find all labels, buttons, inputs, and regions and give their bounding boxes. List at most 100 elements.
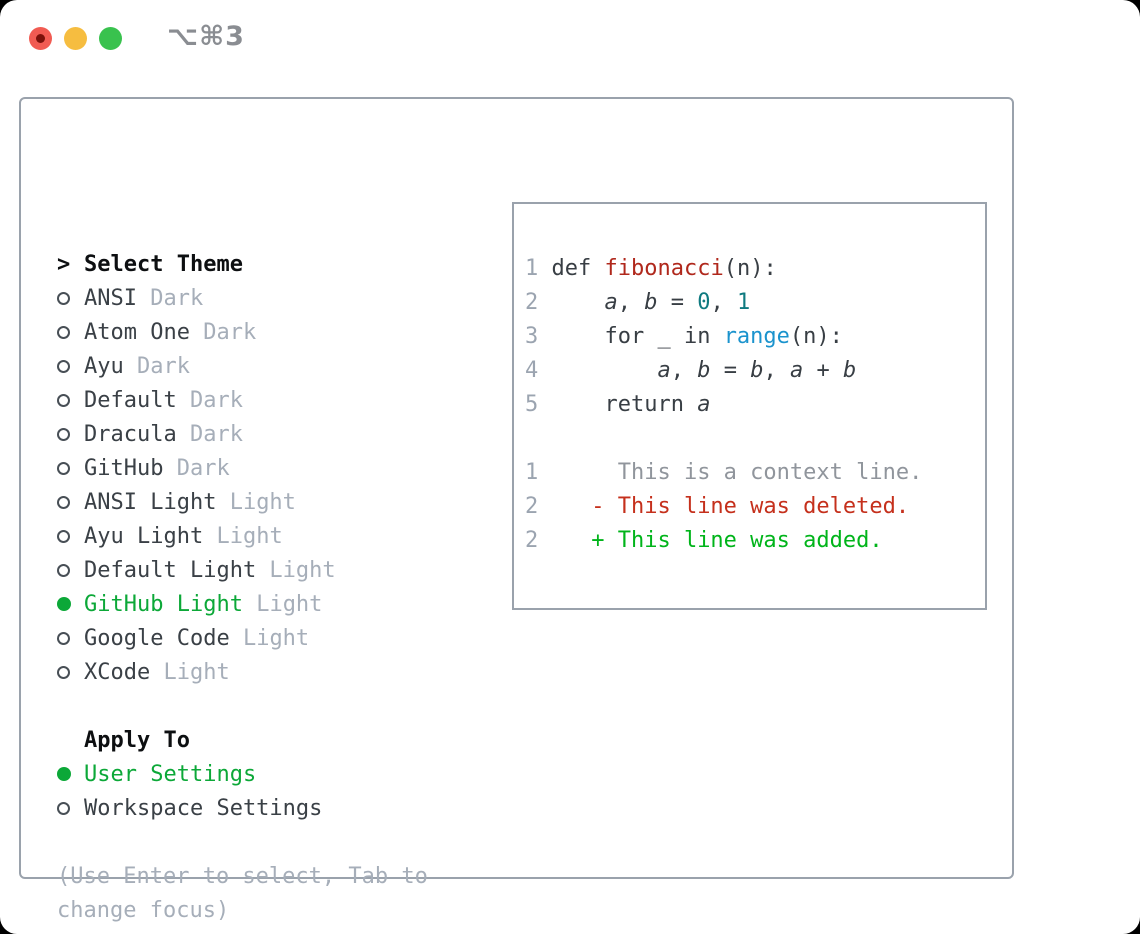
theme-option-dracula[interactable]: Dracula Dark [57,417,428,451]
window-title: ⌥⌘3 [167,21,245,52]
prompt-caret-icon: > [57,251,71,277]
line-number: 4 [525,358,552,383]
theme-variant: Light [203,523,283,549]
theme-option-ayu-light[interactable]: Ayu Light Light [57,519,428,553]
theme-variant: Light [216,489,296,515]
radio-icon [57,529,70,543]
code-token: for _ in [551,324,724,349]
apply-option-user-settings[interactable]: User Settings [57,757,428,791]
traffic-light-minimize-button[interactable] [64,27,87,50]
radio-icon [57,461,70,475]
traffic-light-zoom-button[interactable] [99,27,122,50]
theme-variant: Dark [136,285,204,311]
code-token: (n): [789,324,843,349]
traffic-light-close-button[interactable] [29,27,52,50]
code-token: (n): [723,256,777,281]
theme-variant: Light [229,625,310,651]
line-number: 2 [525,494,539,519]
theme-option-default-light[interactable]: Default Light Light [57,553,428,587]
code-token: b [697,358,711,383]
code-line: 3 for _ in range(n): [525,320,922,354]
apply-option-label: User Settings [84,761,257,787]
code-token: , [763,358,790,383]
line-number: 3 [525,324,552,349]
theme-variant: Dark [189,319,257,345]
code-token: a [789,358,804,383]
theme-variant: Light [150,659,230,685]
theme-option-atom-one[interactable]: Atom One Dark [57,315,428,349]
theme-option-google-code[interactable]: Google Code Light [57,621,428,655]
radio-icon [57,393,70,407]
radio-icon [57,665,70,679]
theme-name: GitHub [84,455,164,481]
radio-icon [57,631,70,645]
radio-icon [57,427,70,441]
radio-icon [57,495,70,509]
radio-icon [57,325,70,339]
code-token: b [750,358,764,383]
theme-variant: Dark [176,421,243,447]
radio-icon [57,563,70,577]
apply-option-workspace-settings[interactable]: Workspace Settings [57,791,428,825]
code-token [552,290,605,315]
radio-selected-icon [57,767,71,781]
code-token: 0 [697,290,711,315]
code-token: = [710,358,751,383]
theme-name: ANSI Light [84,489,217,515]
code-line: 4 a, b = b, a + b [525,354,922,388]
diff-text: - This line was deleted. [538,494,910,519]
help-text-line-1: (Use Enter to select, Tab to [57,863,428,889]
code-token: b [842,358,857,383]
line-number: 2 [525,290,552,315]
theme-name: Default [84,387,177,413]
code-token: a [657,358,671,383]
diff-line-deleted: 2 - This line was deleted. [525,490,922,524]
theme-option-default[interactable]: Default Dark [57,383,428,417]
theme-name: Dracula [84,421,177,447]
record-dot-icon [36,34,45,43]
code-token: 1 [736,290,751,315]
theme-name: Ayu Light [84,523,204,549]
diff-line-context: 1 This is a context line. [525,456,922,490]
apply-to-header: Apply To [84,727,190,753]
theme-name: Ayu [84,353,124,379]
theme-option-ansi[interactable]: ANSI Dark [57,281,428,315]
spacer [57,689,428,723]
theme-variant: Dark [123,353,190,379]
line-number: 1 [525,256,552,281]
code-token: + [803,358,843,383]
radio-icon [57,291,70,305]
theme-variant: Light [256,557,336,583]
select-theme-title: Select Theme [84,251,243,277]
code-token [552,358,658,383]
theme-option-github[interactable]: GitHub Dark [57,451,428,485]
theme-name: ANSI [84,285,137,311]
code-token: a [697,392,711,417]
spacer [525,422,922,456]
diff-text: This is a context line. [538,460,923,485]
theme-option-ansi-light[interactable]: ANSI Light Light [57,485,428,519]
line-number: 1 [525,460,539,485]
code-token: fibonacci [604,256,724,281]
select-theme-header: > Select Theme [57,247,428,281]
theme-option-ayu[interactable]: Ayu Dark [57,349,428,383]
titlebar: ⌥⌘3 [0,0,1140,74]
radio-icon [57,801,70,815]
line-number: 5 [525,392,552,417]
theme-name: XCode [84,659,151,685]
apply-option-label: Workspace Settings [84,795,323,821]
code-line: 1 def fibonacci(n): [525,252,922,286]
theme-option-github-light[interactable]: GitHub Light Light [57,587,428,621]
theme-variant: Light [242,591,323,617]
help-text-line-2: change focus) [57,897,230,923]
spacer [57,825,428,859]
theme-variant: Dark [176,387,243,413]
code-token: = [657,290,698,315]
theme-option-xcode[interactable]: XCode Light [57,655,428,689]
theme-name: Default Light [84,557,257,583]
